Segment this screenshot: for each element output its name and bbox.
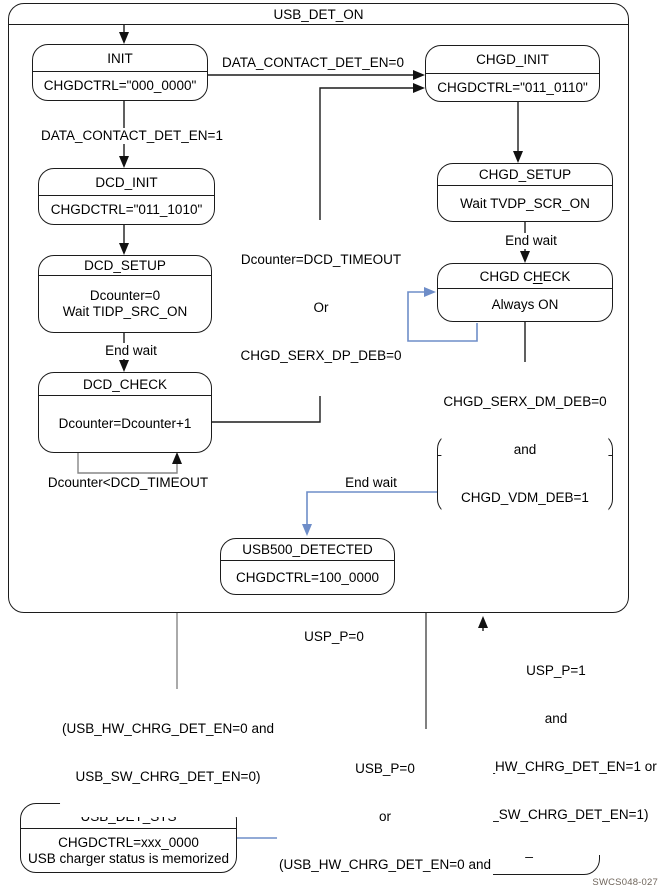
state-dcd-setup: DCD_SETUP Dcounter=0 Wait TIDP_SRC_ON bbox=[38, 255, 212, 333]
state-body: Always ON bbox=[491, 297, 559, 312]
label-dcd-loop: Dcounter<DCD_TIMEOUT bbox=[45, 475, 211, 491]
state-chgd-init: CHGD_INIT CHGDCTRL="011_0110" bbox=[425, 45, 600, 102]
state-body: CHGDCTRL="011_0110" bbox=[437, 79, 588, 95]
label-end-wait-usb500: End wait bbox=[343, 475, 399, 491]
state-body: Dcounter=0 Wait TIDP_SRC_ON bbox=[62, 288, 188, 319]
usb-det-on-container: USB_DET_ON bbox=[8, 3, 629, 613]
container-title: USB_DET_ON bbox=[9, 4, 628, 25]
label-data-contact-det-en-1: DATA_CONTACT_DET_EN=1 bbox=[39, 128, 225, 144]
state-title: DCD_CHECK bbox=[39, 373, 211, 396]
label-left-exit: (USB_HW_CHRG_DET_EN=0 and USB_SW_CHRG_DE… bbox=[60, 689, 276, 817]
label-end-wait-chgd: End wait bbox=[503, 233, 559, 249]
state-body: CHGDCTRL=xxx_0000 USB charger status is … bbox=[27, 834, 230, 866]
state-title: CHGD_SETUP bbox=[438, 164, 612, 186]
state-init: INIT CHGDCTRL="000_0000" bbox=[32, 44, 208, 101]
figure-caption: SWCS048-027 bbox=[592, 877, 658, 888]
state-usb500-detected: USB500_DETECTED CHGDCTRL=100_0000 bbox=[220, 538, 395, 595]
label-end-wait-dcd: End wait bbox=[103, 343, 159, 359]
state-dcd-init: DCD_INIT CHGDCTRL="011_1010" bbox=[38, 168, 215, 225]
state-title: INIT bbox=[33, 45, 207, 72]
state-body: CHGDCTRL=100_0000 bbox=[236, 569, 379, 585]
state-dcd-check: DCD_CHECK Dcounter=Dcounter+1 bbox=[38, 372, 212, 453]
state-title: USB500_DETECTED bbox=[221, 539, 394, 561]
state-title: CHGD_INIT bbox=[426, 46, 599, 74]
state-body: CHGDCTRL="000_0000" bbox=[43, 78, 197, 93]
label-dcd-timeout: Dcounter=DCD_TIMEOUT Or CHGD_SERX_DP_DEB… bbox=[238, 220, 404, 396]
state-body: CHGDCTRL="011_1010" bbox=[50, 202, 203, 217]
state-body: Dcounter=Dcounter+1 bbox=[58, 416, 192, 431]
label-usb-p0: USB_P=0 or (USB_HW_CHRG_DET_EN=0 and USB… bbox=[277, 729, 493, 890]
state-chgd-setup: CHGD_SETUP Wait TVDP_SCR_ON bbox=[437, 163, 613, 222]
label-usp-p0: USP_P=0 bbox=[302, 629, 366, 645]
state-title: DCD_INIT bbox=[39, 169, 214, 196]
state-title: DCD_SETUP bbox=[39, 256, 211, 276]
label-data-contact-det-en-0: DATA_CONTACT_DET_EN=0 bbox=[220, 55, 406, 71]
label-chgd-serx-dm: CHGD_SERX_DM_DEB=0 and CHGD_VDM_DEB=1 bbox=[441, 362, 609, 538]
state-body: Wait TVDP_SCR_ON bbox=[460, 195, 590, 211]
